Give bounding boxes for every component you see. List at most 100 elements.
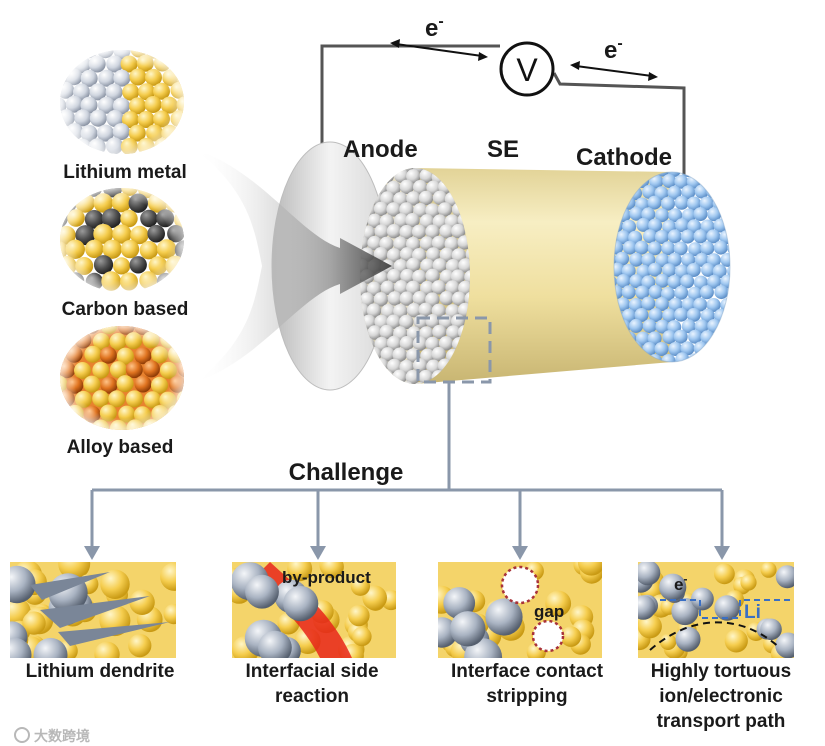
electron-arrow-right <box>570 61 658 81</box>
cathode-particle <box>674 308 688 322</box>
lithium-metal-particle <box>178 42 195 59</box>
cathode-particle <box>727 285 741 299</box>
anode-particle <box>452 382 466 396</box>
alloy-based-particle <box>177 420 194 437</box>
cathode-particle <box>648 196 662 210</box>
gap-annotation: gap <box>534 602 564 621</box>
lithium-metal-particle <box>178 124 195 141</box>
lithium-particle <box>676 627 701 652</box>
cathode-particle <box>714 331 728 345</box>
cathode-particle <box>727 197 741 211</box>
anode-particle <box>413 382 427 396</box>
alloy-based-particle <box>160 420 177 437</box>
cathode-particle <box>700 354 714 368</box>
electrolyte-particle <box>348 605 369 626</box>
anode-particle <box>387 381 401 395</box>
cathode-particle <box>721 253 735 267</box>
alloy-based-particle <box>57 332 74 349</box>
challenge-tree: Challenge <box>84 382 730 560</box>
challenge-panel-tortuous-path: e- Li Highly tortuous ion/electronic tra… <box>628 560 801 732</box>
cathode-particle <box>727 353 741 367</box>
cathode-particle <box>714 241 728 255</box>
contact-gap <box>533 621 563 651</box>
electrolyte-particle <box>740 574 756 590</box>
challenge-label: Interfacial side <box>245 661 378 682</box>
anode-particle <box>349 382 363 396</box>
cathode-particle <box>721 186 735 200</box>
alloy-based-particle <box>49 346 66 363</box>
challenge-title: Challenge <box>289 459 404 486</box>
electrolyte-particle <box>761 562 777 578</box>
cathode-particle <box>714 285 728 299</box>
cathode-particle <box>622 285 636 299</box>
electrolyte-particle <box>660 634 676 650</box>
challenge-panel-interface-contact: gap Interface contact stripping <box>427 548 605 707</box>
cathode-particle <box>629 319 643 333</box>
challenge-label: transport path <box>657 711 786 732</box>
cathode-particle <box>719 341 733 355</box>
lithium-metal-particle <box>169 137 186 154</box>
challenge-panel-lithium-dendrite: Lithium dendrite <box>0 548 189 682</box>
cathode-particle <box>674 330 688 344</box>
byproduct-annotation: by-product <box>282 568 371 587</box>
electron-label-right: e- <box>604 35 623 64</box>
electrolyte-particle <box>160 563 188 591</box>
lithium-particle <box>776 565 799 588</box>
contact-gap <box>502 567 538 603</box>
challenge-label: Highly tortuous <box>651 661 791 682</box>
alloy-based-particle <box>49 405 66 422</box>
anode-particle <box>425 381 439 395</box>
anode-type-lithium-metal: Lithium metal <box>49 41 195 184</box>
cathode-particle <box>721 162 735 176</box>
watermark: 大数跨境 <box>15 728 90 744</box>
challenge-label: stripping <box>486 686 567 707</box>
alloy-based-particle <box>151 318 168 335</box>
lithium-particle <box>283 586 318 621</box>
battery-cell: Anode SE Cathode <box>196 136 741 396</box>
challenge-label: reaction <box>275 686 349 707</box>
lithium-particle <box>450 611 485 646</box>
anode-particle <box>440 291 454 305</box>
challenge-label: Interface contact <box>451 661 604 682</box>
cathode-particle <box>726 330 740 344</box>
lithium-ion-annotation: Li <box>744 602 761 623</box>
challenge-label: ion/electronic <box>659 686 783 707</box>
connector-arrow <box>310 490 326 560</box>
anode-particle <box>387 224 401 238</box>
voltmeter-label: V <box>516 52 538 88</box>
alloy-based-particle <box>168 318 185 335</box>
lithium-metal-particle <box>50 124 67 141</box>
separator-label: SE <box>487 136 519 163</box>
electrolyte-particle <box>714 563 735 584</box>
cathode-particle <box>643 319 657 333</box>
lithium-particle <box>714 595 739 620</box>
lithium-metal-particle <box>65 42 82 59</box>
electrolyte-particle <box>578 548 605 575</box>
cathode-particle <box>681 230 695 244</box>
challenge-label: Lithium dendrite <box>26 661 175 682</box>
electrolyte-particle <box>129 590 154 615</box>
anode-particle <box>361 382 375 396</box>
lithium-particle <box>245 575 279 609</box>
anode-type-label: Carbon based <box>62 299 189 320</box>
anode-particle <box>374 381 388 395</box>
alloy-based-particle <box>178 331 195 348</box>
lithium-particle <box>631 595 656 620</box>
lithium-particle <box>635 560 660 585</box>
lithium-metal-particle <box>161 41 178 58</box>
watermark-text: 大数跨境 <box>34 728 90 744</box>
electrolyte-particle <box>164 604 184 624</box>
lithium-metal-particle <box>58 55 75 72</box>
cathode-particle <box>694 207 708 221</box>
cathode-particle <box>694 229 708 243</box>
cathode-particle <box>726 174 740 188</box>
anode-type-label: Alloy based <box>67 437 174 458</box>
cathode-particle <box>713 174 727 188</box>
electron-label-left: e- <box>425 13 444 42</box>
cathode-particle <box>655 342 669 356</box>
anode-particle <box>464 382 478 396</box>
cathode-particle <box>635 241 649 255</box>
cathode-particle <box>675 196 689 210</box>
cathode-particle <box>674 286 688 300</box>
